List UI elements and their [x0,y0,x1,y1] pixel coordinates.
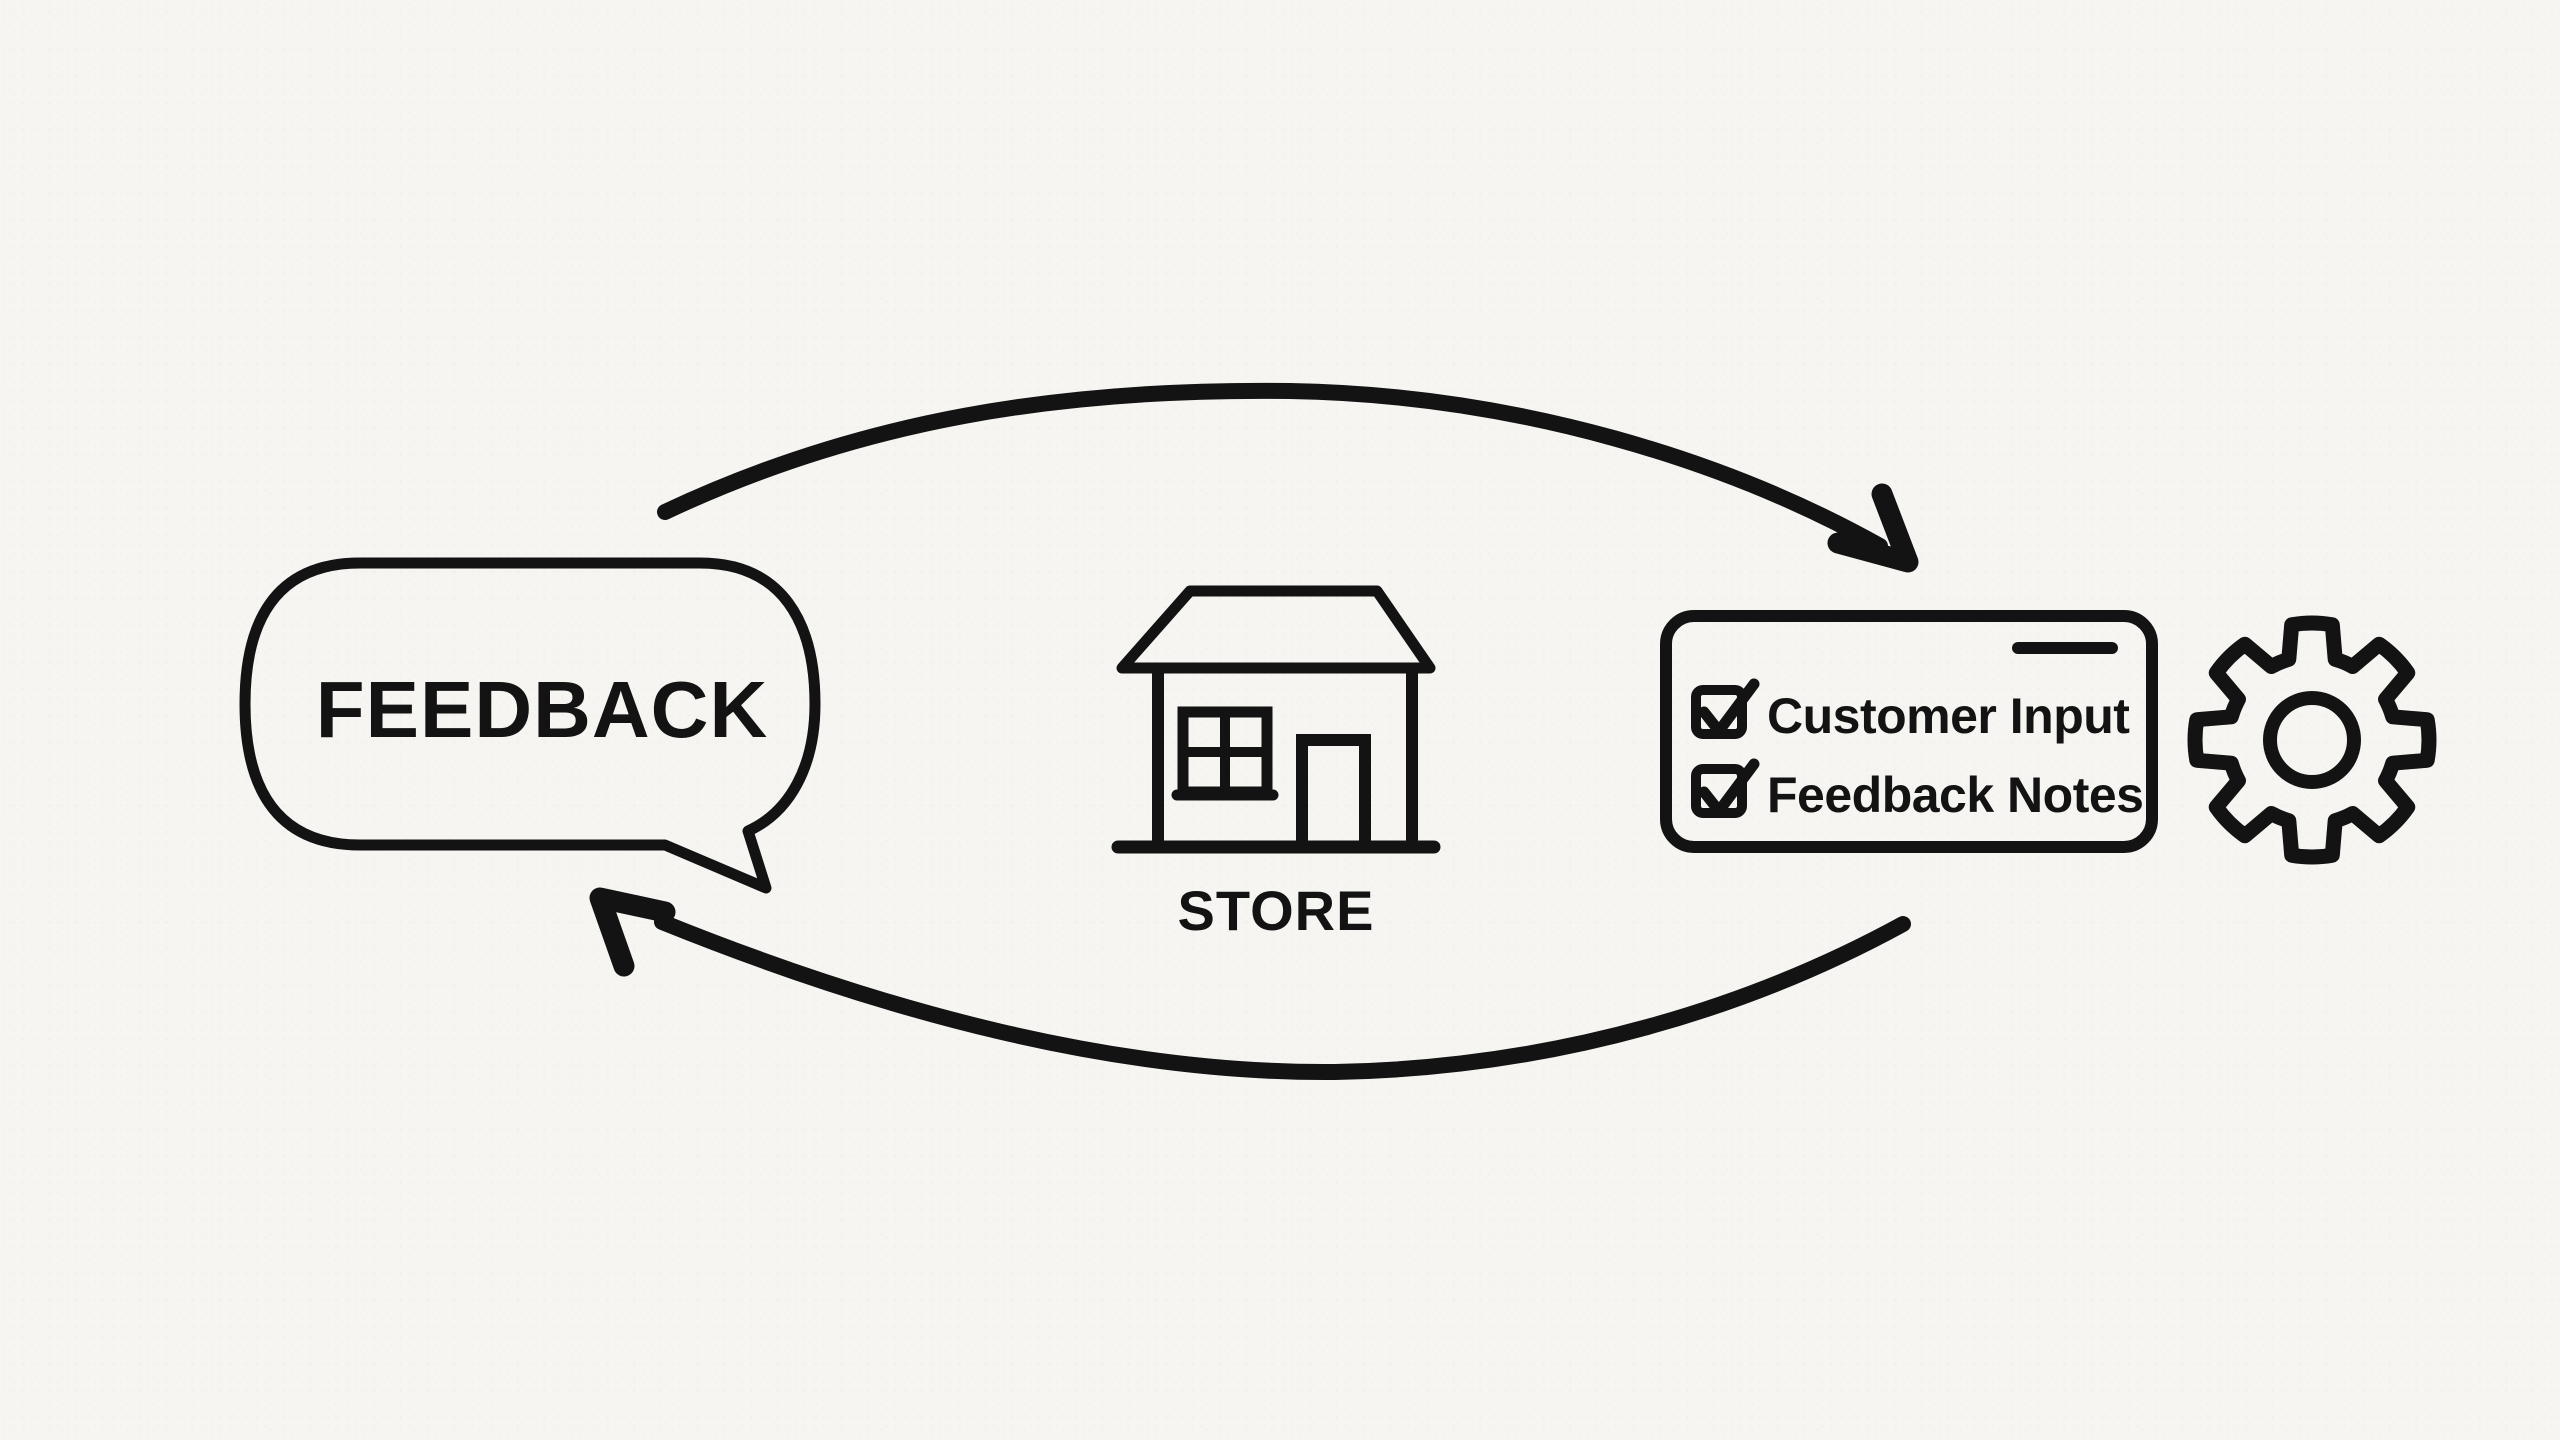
checklist-item-label: Feedback Notes [1767,767,2143,823]
top-arrow-shaft [657,382,1888,554]
house-window-mullions [1183,712,1267,792]
checklist-item-label: Customer Input [1767,688,2130,744]
house-walls [1152,668,1418,845]
checkmark-icon [1698,758,1760,817]
bottom-arrow [589,887,1911,1081]
checklist-item: Feedback Notes [1691,758,2144,823]
store: STORE [1111,585,1441,942]
checklist-item: Customer Input [1691,678,2131,744]
gear-center-hole [2263,691,2361,789]
arrowhead-left-icon [589,887,676,977]
house-icon [1111,585,1441,854]
feedback-bubble: FEEDBACK [239,557,821,894]
gear-outline [2187,615,2437,865]
gear-icon [2187,615,2437,865]
checkmark-icon [1698,678,1760,737]
checklist-card-border [1660,610,2158,853]
house-door [1296,734,1371,847]
feedback-label: FEEDBACK [316,665,768,754]
bottom-arrow-shaft [654,914,1911,1081]
checklist-card: Customer Input Feedback Notes [1660,610,2158,853]
house-roof [1116,585,1436,674]
arrowhead-right-icon [1827,483,1919,573]
speech-bubble-icon [239,557,821,894]
store-label: STORE [1178,879,1375,942]
top-arrow [657,382,1919,573]
